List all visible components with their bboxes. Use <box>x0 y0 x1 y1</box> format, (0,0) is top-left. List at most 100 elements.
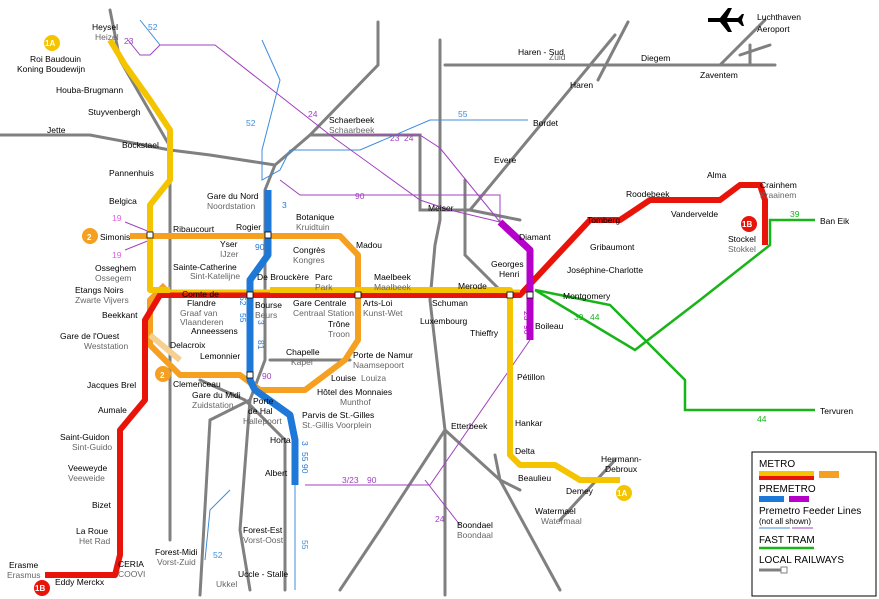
station-porte-de-namur-nl: Naamsepoort <box>353 360 405 370</box>
station-stockel: Stockel <box>728 234 756 244</box>
station-beekkant: Beekkant <box>102 310 138 320</box>
station-yser-nl: IJzer <box>220 249 239 259</box>
station-etterbeek: Etterbeek <box>451 421 488 431</box>
station-erasme: Erasme <box>9 560 39 570</box>
station-osseghem-nl: Ossegem <box>95 273 131 283</box>
station-gare-centrale: Gare Centrale <box>293 298 347 308</box>
station-parc-nl: Park <box>315 282 333 292</box>
line-badge-2-north: 2 <box>82 228 98 244</box>
station-gare-de-l-ouest-nl: Weststation <box>84 341 129 351</box>
station-la-roue: La Roue <box>76 526 108 536</box>
station-stuyvenbergh: Stuyvenbergh <box>88 107 141 117</box>
station-chapelle-nl: Kapel <box>291 357 313 367</box>
station-uccle-stalle: Uccle - Stalle <box>238 569 288 579</box>
legend-railways: LOCAL RAILWAYS <box>759 555 844 566</box>
station-heysel-nl: Heizel <box>95 32 119 42</box>
station-comte-de-flandre-2: Flandre <box>187 298 216 308</box>
station-rogier: Rogier <box>236 222 261 232</box>
station-saint-guidon: Saint-Guidon <box>60 432 110 442</box>
line-number: 52 <box>213 550 223 560</box>
station-gare-du-nord: Gare du Nord <box>207 191 259 201</box>
line-number: 90 <box>355 191 365 201</box>
railways <box>0 8 777 597</box>
station-petillon: Pétillon <box>517 372 545 382</box>
station-saint-guidon-nl: Sint-Guido <box>72 442 112 452</box>
station-ceria-nl: COOVI <box>118 569 145 579</box>
station-etangs-noirs-nl: Zwarte Vijvers <box>75 295 129 305</box>
station-bizet: Bizet <box>92 500 112 510</box>
line-number: 3 <box>300 441 310 446</box>
station-meiser: Meiser <box>428 203 454 213</box>
line-number: 39 <box>574 312 584 322</box>
station-luchthaven: Luchthaven <box>757 12 801 22</box>
line-number: 24 <box>404 133 414 143</box>
station-beaulieu: Beaulieu <box>518 473 551 483</box>
station-aeroport: Aeroport <box>757 24 790 34</box>
line-number: 23 <box>124 36 134 46</box>
station-boondael-nl: Boondaal <box>457 530 493 540</box>
station-haren-sud: Haren - Sud <box>518 47 564 57</box>
station-boileau: Boileau <box>535 321 564 331</box>
legend-premetro-purple <box>789 496 809 502</box>
line-number: 3 <box>256 320 266 325</box>
station-hotel-des-monnaies-nl: Munthof <box>340 397 371 407</box>
legend-fast-tram: FAST TRAM <box>759 535 815 546</box>
station-congres-nl: Kongres <box>293 255 325 265</box>
station-roi-baudouin: Roi Baudouin <box>30 54 81 64</box>
line-number: 24 <box>435 514 445 524</box>
station-gare-de-l-ouest: Gare de l'Ouest <box>60 331 120 341</box>
station-herrmann-debroux: Herrmann- <box>601 454 642 464</box>
station-luxembourg: Luxembourg <box>420 316 468 326</box>
station-delacroix: Delacroix <box>170 340 206 350</box>
line-badge-text: 2 <box>87 233 92 242</box>
station-demey: Demey <box>566 486 594 496</box>
station-madou: Madou <box>356 240 382 250</box>
metro-line-2-extension <box>148 332 182 363</box>
station-forest-midi-nl: Vorst-Zuid <box>157 557 196 567</box>
station-porte-de-hal: Porte <box>253 396 274 406</box>
station-horta: Horta <box>270 435 291 445</box>
station-heysel: Heysel <box>92 22 118 32</box>
station-roodebeek: Roodebeek <box>626 189 670 199</box>
station-bourse-nl: Beurs <box>255 310 277 320</box>
station-louise: Louise <box>331 373 356 383</box>
station-forest-est: Forest-Est <box>243 525 283 535</box>
station-uccle-nl: Ukkel <box>216 579 237 589</box>
station-forest-midi: Forest-Midi <box>155 547 198 557</box>
station-aumale: Aumale <box>98 405 127 415</box>
line-number: 19 <box>112 250 122 260</box>
premetro-blue-line <box>246 190 299 485</box>
station-la-roue-nl: Het Rad <box>79 536 110 546</box>
station-haren-sud-nl: Zuid <box>549 52 566 62</box>
line-number: 90 <box>522 325 532 335</box>
line-number: 44 <box>590 312 600 322</box>
station-houba: Houba-Brugmann <box>56 85 123 95</box>
legend-metro-swatch-1b <box>759 476 814 480</box>
line-badge-2-south: 2 <box>155 366 171 382</box>
station-eddy-merckx: Eddy Merckx <box>55 577 105 587</box>
legend-feeder: Premetro Feeder Lines <box>759 506 861 517</box>
line-badge-text: 1B <box>742 220 752 229</box>
station-parc: Parc <box>315 272 333 282</box>
station-schaerbeek: Schaerbeek <box>329 115 375 125</box>
station-gare-centrale-nl: Centraal Station <box>293 308 354 318</box>
station-porte-de-hal-2: de Hal <box>248 406 273 416</box>
station-forest-est-nl: Vorst-Oost <box>243 535 284 545</box>
line-number: 23 <box>522 311 532 321</box>
legend-metro-swatch-1a <box>759 471 814 476</box>
station-veeweyde: Veeweyde <box>68 463 107 473</box>
station-diamant: Diamant <box>519 232 551 242</box>
station-alma: Alma <box>707 170 727 180</box>
station-sainte-catherine-nl: Sint-Katelijne <box>190 271 240 281</box>
station-ribaucourt: Ribaucourt <box>173 224 215 234</box>
station-stockel-nl: Stokkel <box>728 244 756 254</box>
station-hankar: Hankar <box>515 418 543 428</box>
station-haren: Haren <box>570 80 593 90</box>
station-clemenceau: Clemenceau <box>173 379 221 389</box>
line-number: 19 <box>112 213 122 223</box>
station-porte-de-hal-nl: Hallepoort <box>243 416 282 426</box>
station-lemonnier: Lemonnier <box>200 351 240 361</box>
station-georges-henri-2: Henri <box>499 269 519 279</box>
line-badge-text: 2 <box>160 371 165 380</box>
station-bordet: Bordet <box>533 118 559 128</box>
